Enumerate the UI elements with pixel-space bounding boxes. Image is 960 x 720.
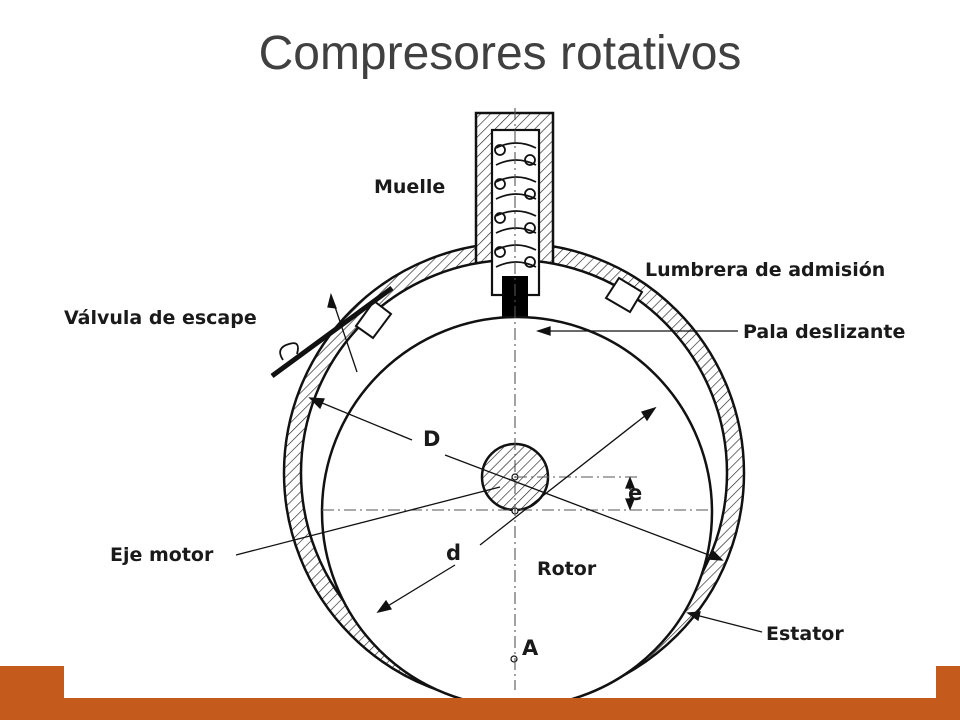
intake-port [604, 276, 644, 314]
leader-estator [687, 612, 763, 633]
label-eccentricity-e: e [628, 481, 642, 505]
label-valvula-escape: Válvula de escape [64, 307, 257, 329]
accent-bar-left [0, 666, 64, 698]
label-diameter-D: D [423, 427, 440, 451]
exhaust-port [354, 299, 393, 340]
accent-bar-bottom [0, 698, 960, 720]
label-pala-deslizante: Pala deslizante [743, 321, 905, 343]
center-lines [322, 108, 710, 690]
dimension-D-line [309, 397, 413, 441]
accent-bar-right [936, 666, 960, 698]
dimension-d-line [479, 407, 656, 546]
label-rotor: Rotor [537, 558, 597, 580]
spring [494, 142, 537, 268]
label-lumbrera-admision: Lumbrera de admisión [645, 259, 885, 281]
label-muelle: Muelle [374, 176, 445, 198]
label-diameter-d: d [446, 541, 461, 565]
label-eje-motor: Eje motor [110, 544, 214, 566]
label-point-A: A [522, 636, 539, 660]
label-estator: Estator [766, 623, 844, 645]
leader-eje-motor [235, 486, 501, 556]
slide-title: Compresores rotativos [258, 27, 742, 80]
exhaust-valve [270, 285, 394, 379]
